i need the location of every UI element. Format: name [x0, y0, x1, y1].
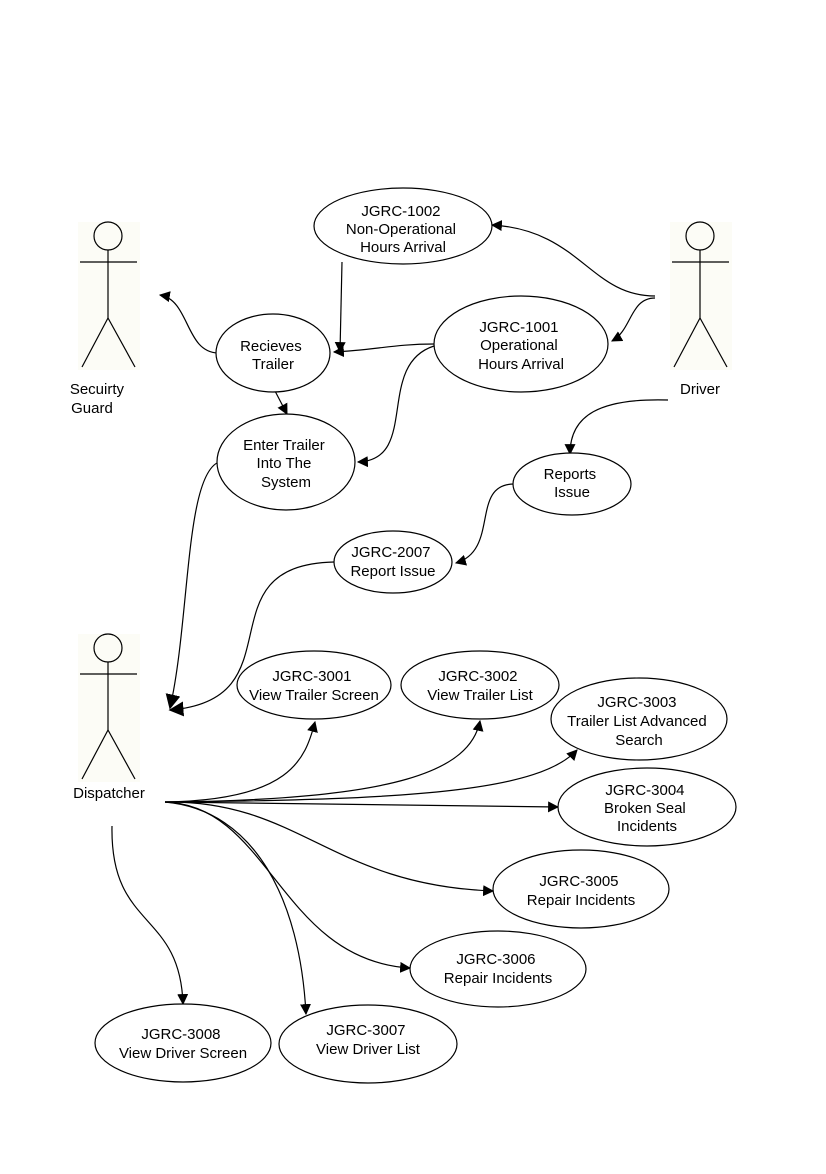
- use-case-label-line: Hours Arrival: [360, 239, 446, 256]
- use-case-jgrc-3005: JGRC-3005 Repair Incidents: [492, 849, 670, 929]
- connector-driver-to-1001: [611, 297, 656, 342]
- svg-text:JGRC-3005 Repair Inciden: JGRC-3005 Repair Incidents: [527, 873, 635, 909]
- use-case-label-line: Hours Arrival: [478, 356, 564, 373]
- svg-text:Recieves Trailer: Recieves Trailer: [240, 338, 306, 373]
- use-case-label-line: Recieves: [240, 338, 302, 355]
- svg-text:JGRC-3004 Broken Seal: JGRC-3004 Broken Seal Incidents: [604, 782, 690, 835]
- use-case-label-line: JGRC-1002: [361, 203, 440, 220]
- use-case-label-line: Trailer List Advanced: [567, 713, 707, 730]
- use-case-label-line: JGRC-3006: [456, 951, 535, 968]
- use-case-jgrc-1001: JGRC-1001 Operational Hours Arrival: [433, 295, 609, 393]
- connector-dispatcher-to-3003: [164, 749, 578, 803]
- use-case-label-line: JGRC-3008: [141, 1026, 220, 1043]
- use-case-label-line: View Trailer List: [427, 687, 533, 704]
- svg-text:JGRC-3007 View Driver Li: JGRC-3007 View Driver List: [316, 1022, 421, 1058]
- actor-label: Dispatcher: [73, 785, 145, 802]
- use-case-label-line: Repair Incidents: [444, 970, 552, 987]
- connector-dispatcher-to-3004: [164, 801, 560, 813]
- connector-dispatcher-to-3006: [164, 801, 412, 973]
- use-case-label-line: Trailer: [252, 356, 294, 373]
- svg-text:JGRC-3001 View Trailer S: JGRC-3001 View Trailer Screen: [249, 668, 379, 704]
- svg-text:JGRC-3003 Trailer List A: JGRC-3003 Trailer List Advanced Search: [567, 694, 711, 749]
- connector-dispatcher-to-3005: [164, 801, 495, 897]
- use-case-jgrc-3001: JGRC-3001 View Trailer Screen: [236, 650, 392, 720]
- actor-label: Driver: [680, 381, 720, 398]
- use-case-label-line: Reports: [544, 466, 597, 483]
- connectors: [111, 220, 669, 1016]
- use-case-jgrc-3007: JGRC-3007 View Driver List: [278, 1004, 458, 1084]
- use-case-label-line: JGRC-1001: [479, 319, 558, 336]
- use-case-label-line: Broken Seal: [604, 800, 686, 817]
- use-case-reports-issue: Reports Issue: [512, 452, 632, 516]
- svg-text:JGRC-1001 Operational: JGRC-1001 Operational Hours Arrival: [478, 319, 564, 373]
- connector-driver-to-1002: [490, 220, 656, 297]
- svg-text:Reports Issue: Reports Issue: [544, 466, 601, 501]
- connector-recieves-to-guard: [158, 291, 219, 354]
- use-case-label-line: View Trailer Screen: [249, 687, 379, 704]
- use-case-label-line: Report Issue: [350, 563, 435, 580]
- connector-dispatcher-to-3007: [164, 801, 311, 1016]
- use-case-enter-trailer: Enter Trailer Into The System: [216, 413, 356, 511]
- actor-dispatcher: Dispatcher: [73, 633, 145, 802]
- use-case-label-line: JGRC-3005: [539, 873, 618, 890]
- use-case-label-line: Incidents: [617, 818, 677, 835]
- use-case-jgrc-3008: JGRC-3008 View Driver Screen: [94, 1003, 272, 1083]
- use-case-label-line: Into The: [257, 455, 312, 472]
- use-case-label-line: JGRC-3003: [597, 694, 676, 711]
- connector-1002-to-recieves: [334, 261, 346, 354]
- use-case-jgrc-3006: JGRC-3006 Repair Incidents: [409, 930, 587, 1008]
- actor-label-line: Guard: [71, 400, 113, 417]
- connector-1001-to-recieves: [332, 343, 435, 358]
- svg-text:JGRC-2007 Report Issue: JGRC-2007 Report Issue: [350, 544, 435, 580]
- connector-recieves-to-enter: [274, 390, 288, 415]
- use-case-jgrc-1002: JGRC-1002 Non-Operational Hours Arrival: [313, 187, 493, 265]
- svg-text:JGRC-3008 View Driver Sc: JGRC-3008 View Driver Screen: [119, 1026, 247, 1062]
- use-case-recieves-trailer: Recieves Trailer: [215, 313, 331, 393]
- svg-text:JGRC-1002 Non-Operationa: JGRC-1002 Non-Operational Hours Arrival: [346, 203, 460, 256]
- use-case-label-line: JGRC-2007: [351, 544, 430, 561]
- use-case-label-line: Non-Operational: [346, 221, 456, 238]
- use-case-label-line: Issue: [554, 484, 590, 501]
- use-case-jgrc-3002: JGRC-3002 View Trailer List: [400, 650, 560, 720]
- stick-figure-icon: [672, 221, 729, 368]
- svg-text:JGRC-3002 View Trailer L: JGRC-3002 View Trailer List: [427, 668, 533, 704]
- actor-label-line: Secuirty: [70, 381, 125, 398]
- use-case-label-line: Operational: [480, 337, 558, 354]
- use-case-label-line: Enter Trailer: [243, 437, 325, 454]
- use-case-label-line: JGRC-3004: [605, 782, 684, 799]
- use-case-label-line: JGRC-3007: [326, 1022, 405, 1039]
- actor-security-guard: Secuirty Guard: [70, 221, 140, 417]
- use-case-label-line: Search: [615, 732, 663, 749]
- actor-label-line: Dispatcher: [73, 785, 145, 802]
- connector-1001-to-enter: [356, 345, 435, 468]
- svg-text:Enter Trailer Into The: Enter Trailer Into The System: [243, 437, 329, 491]
- use-case-jgrc-3003: JGRC-3003 Trailer List Advanced Search: [550, 677, 728, 761]
- connector-dispatcher-to-3008: [111, 825, 189, 1006]
- use-case-label-line: View Driver Screen: [119, 1045, 247, 1062]
- connector-driver-to-reports: [564, 399, 669, 456]
- use-case-label-line: JGRC-3002: [438, 668, 517, 685]
- svg-text:JGRC-3006 Repair Inciden: JGRC-3006 Repair Incidents: [444, 951, 552, 987]
- use-case-label-line: Repair Incidents: [527, 892, 635, 909]
- use-case-label-line: System: [261, 474, 311, 491]
- actor-label-line: Driver: [680, 381, 720, 398]
- stick-figure-icon: [80, 633, 137, 780]
- connector-dispatcher-to-3002: [164, 719, 484, 803]
- connector-enter-to-dispatcher: [165, 461, 220, 710]
- connector-dispatcher-to-3001: [164, 720, 318, 803]
- use-case-label-line: JGRC-3001: [272, 668, 351, 685]
- connector-2007-to-dispatcher: [168, 561, 335, 717]
- actor-driver: Driver: [670, 221, 732, 398]
- connector-reports-to-2007: [454, 483, 515, 566]
- stick-figure-icon: [80, 221, 137, 368]
- use-case-jgrc-3004: JGRC-3004 Broken Seal Incidents: [557, 767, 737, 847]
- use-case-jgrc-2007: JGRC-2007 Report Issue: [333, 530, 453, 594]
- use-case-label-line: View Driver List: [316, 1041, 421, 1058]
- actor-label: Secuirty Guard: [70, 381, 128, 417]
